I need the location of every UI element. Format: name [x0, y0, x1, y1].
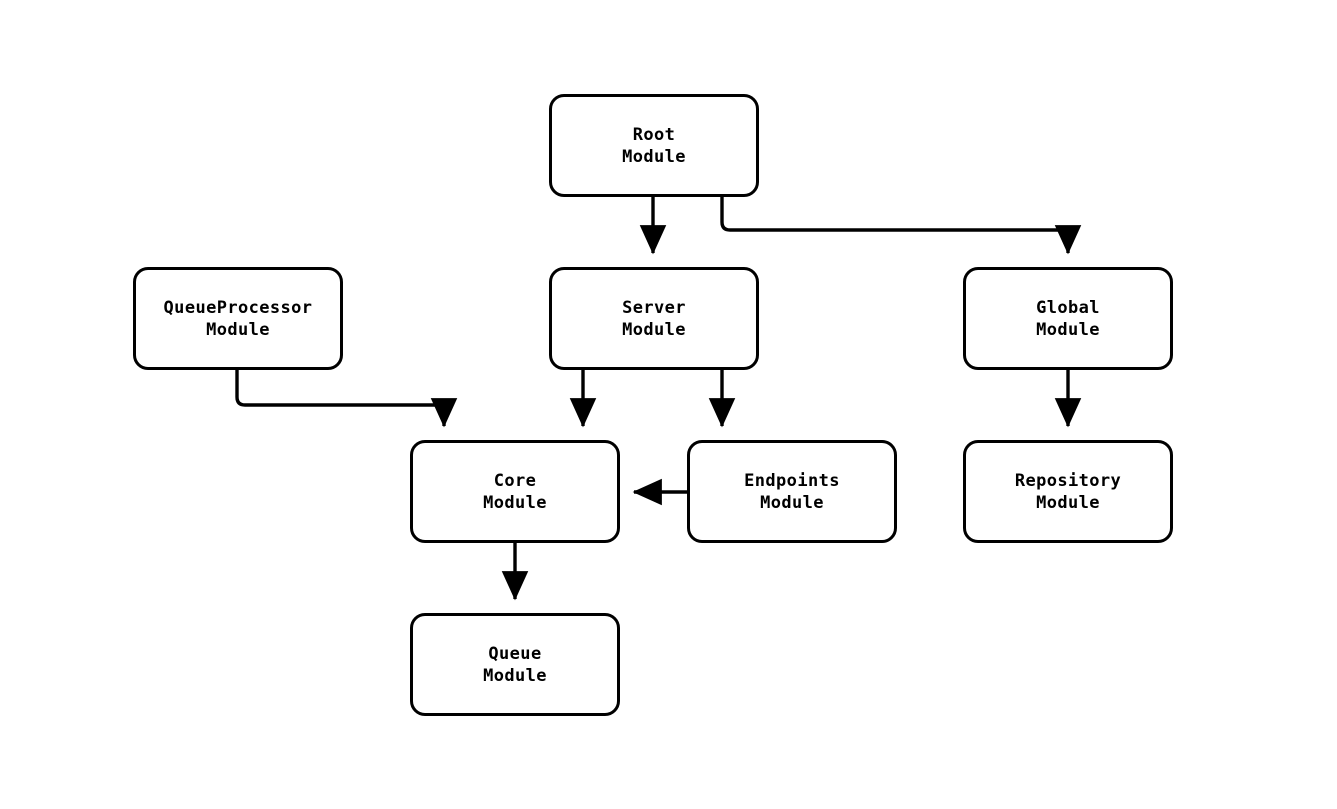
- node-server-module-suffix: Module: [622, 319, 686, 340]
- node-endpoints-module-suffix: Module: [760, 492, 824, 513]
- node-repository-module-name: Repository: [1014, 470, 1122, 491]
- node-queueprocessor-module-name: QueueProcessor: [163, 297, 313, 318]
- node-core-module-name: Core: [493, 470, 537, 491]
- node-endpoints-module-name: Endpoints: [744, 470, 840, 491]
- node-server-module-name: Server: [622, 297, 686, 318]
- node-global-module-suffix: Module: [1036, 319, 1100, 340]
- edge-root-global: [720, 197, 1082, 255]
- node-root-module-suffix: Module: [622, 146, 686, 167]
- node-queueprocessor-module-suffix: Module: [206, 319, 270, 340]
- node-queue-module-suffix: Module: [483, 665, 547, 686]
- edge-queueprocessor-core: [235, 370, 458, 428]
- node-root-module-name: Root: [632, 124, 676, 145]
- node-repository-module-suffix: Module: [1036, 492, 1100, 513]
- node-queue-module-name: Queue: [488, 643, 542, 664]
- node-global-module-name: Global: [1036, 297, 1100, 318]
- node-core-module-suffix: Module: [483, 492, 547, 513]
